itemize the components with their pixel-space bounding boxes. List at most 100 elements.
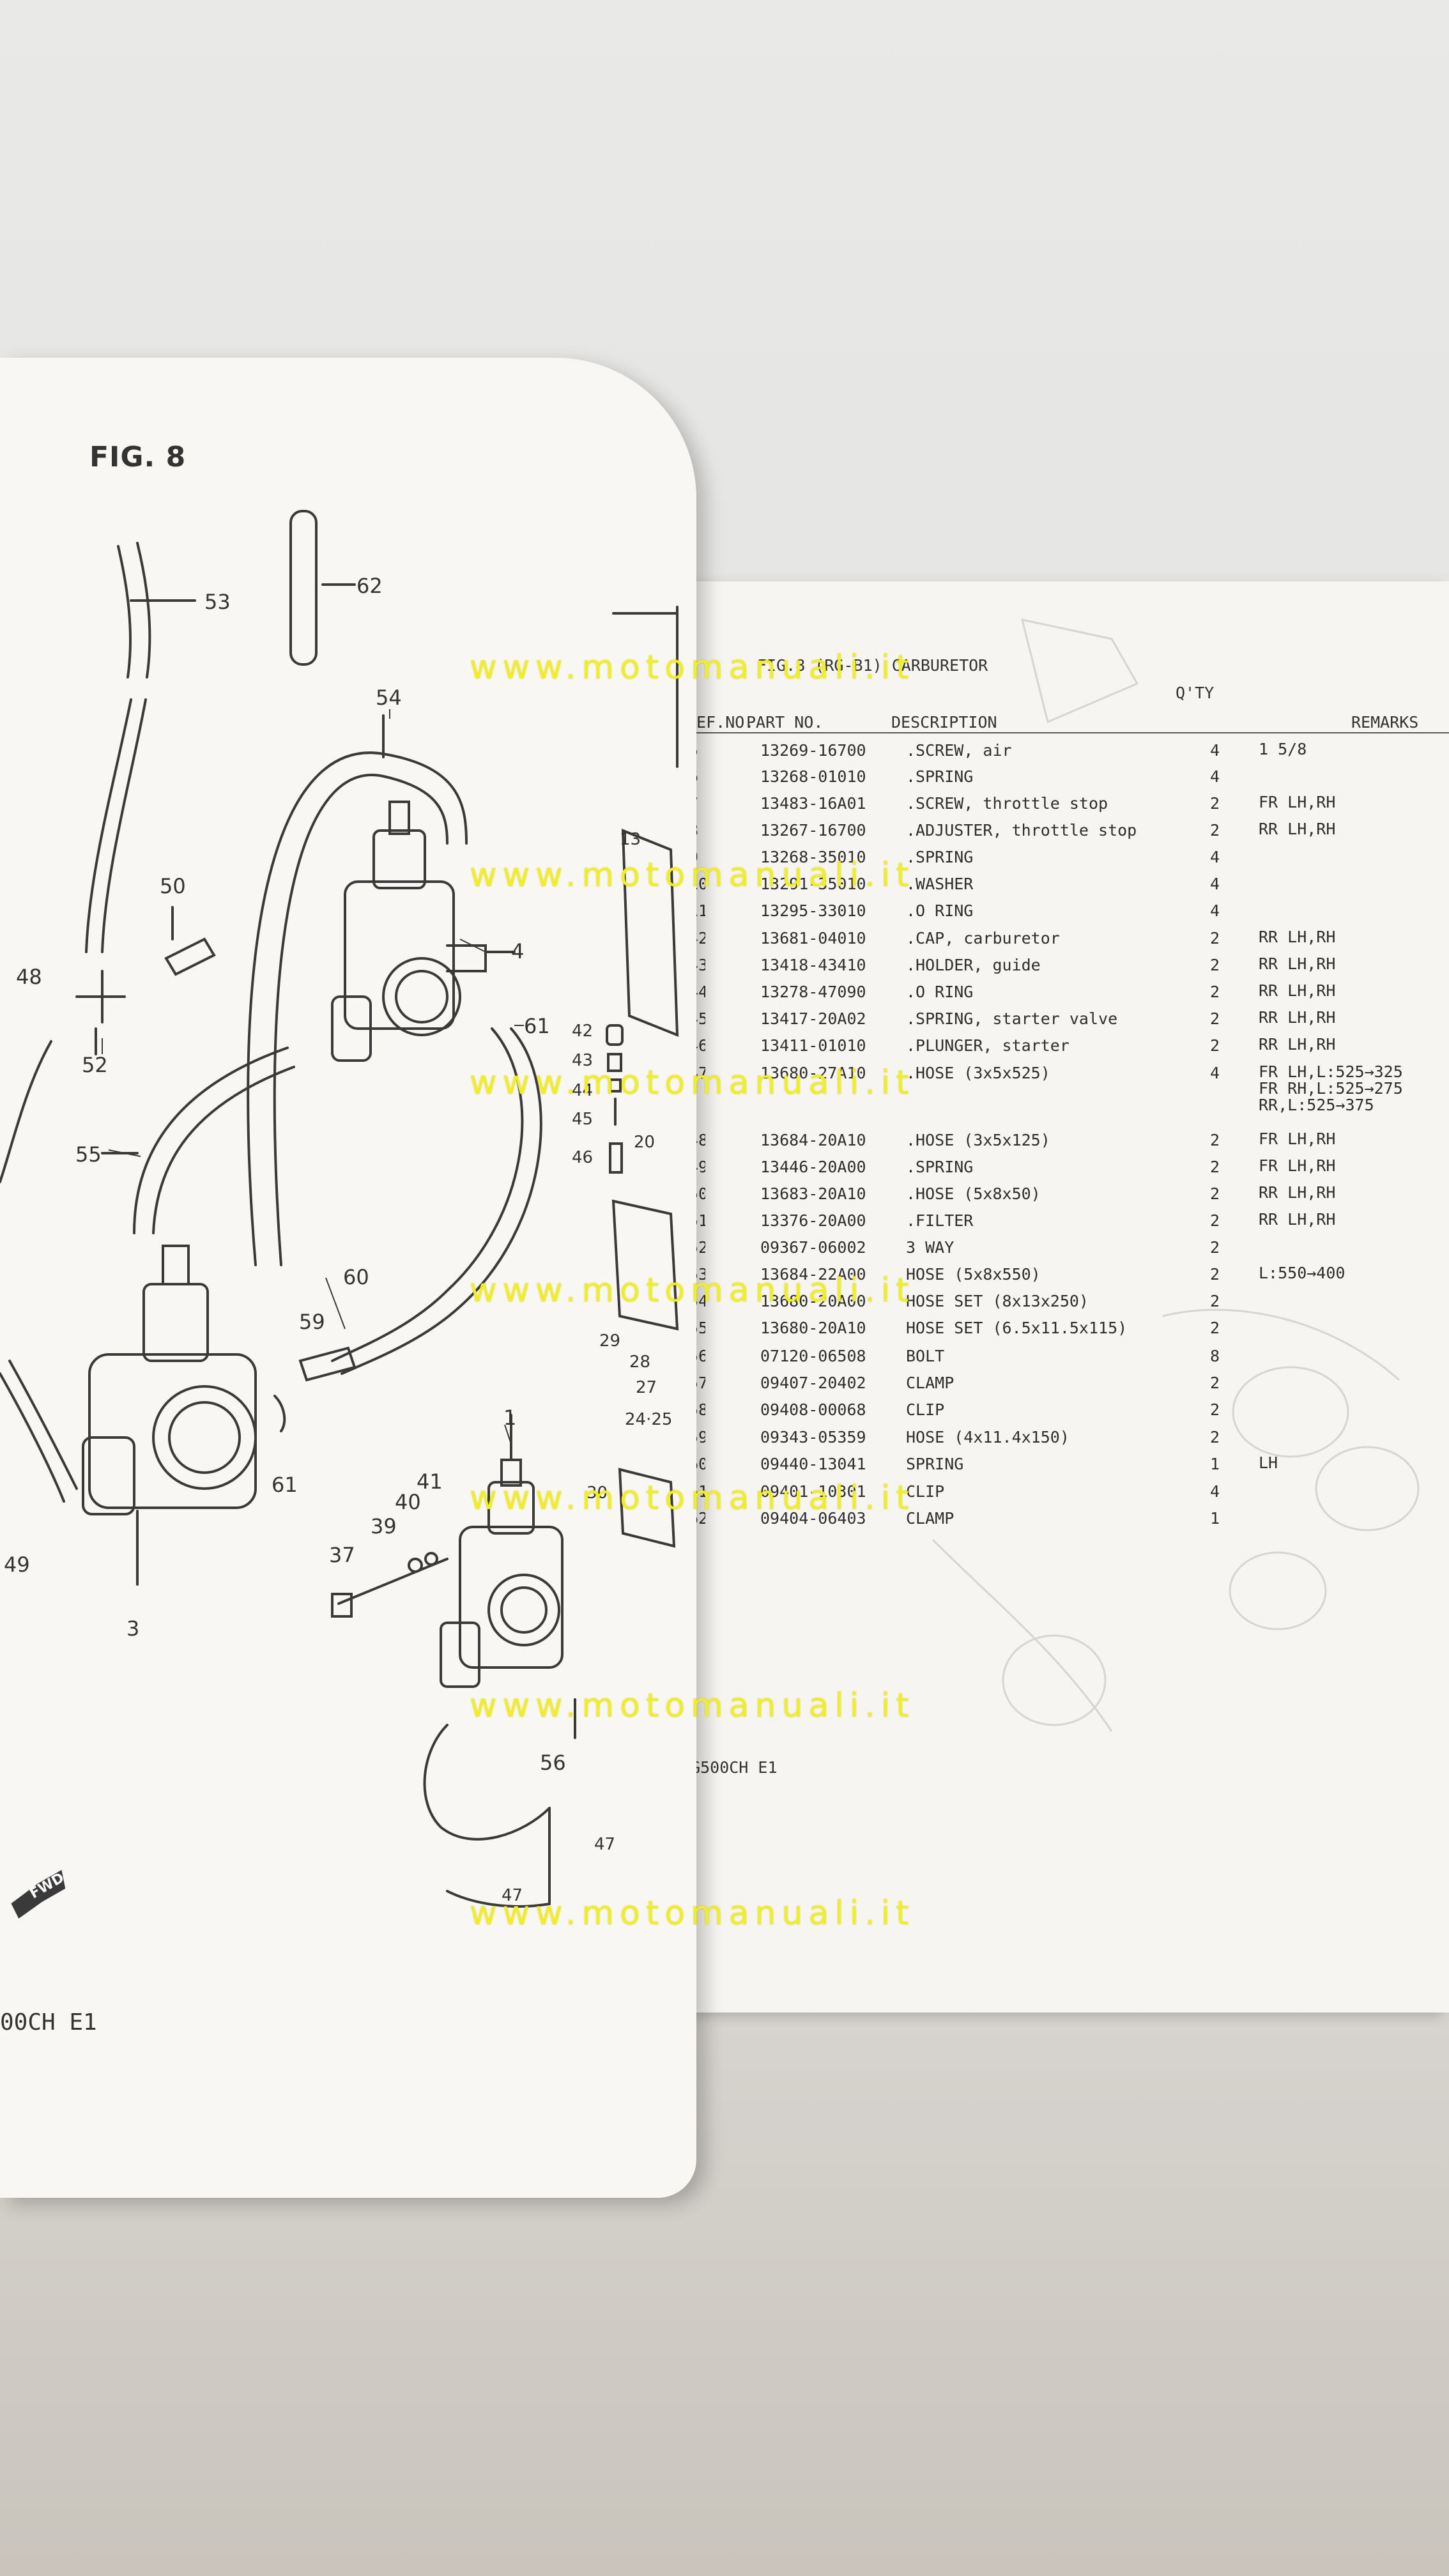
qty-cell: 2	[1210, 983, 1220, 1001]
callout-30: 30	[586, 1483, 608, 1503]
description-cell: .HOSE (5x8x50)	[906, 1184, 1041, 1203]
description-cell: .WASHER	[906, 875, 974, 893]
part-no-cell: 13411-01010	[760, 1036, 866, 1055]
callout-1: 1	[503, 1406, 516, 1430]
callout-37: 37	[329, 1543, 355, 1567]
description-cell: .FILTER	[906, 1211, 974, 1230]
part-no-cell: 07120-06508	[760, 1347, 866, 1365]
description-cell: .ADJUSTER, throttle stop	[906, 821, 1137, 839]
qty-cell: 4	[1210, 901, 1220, 920]
diagram-callouts: 53 62 54 50 13 4 48 52 55 61 42 43 44 45…	[4, 574, 672, 1905]
description-cell: .SPRING	[906, 848, 974, 866]
qty-cell: 4	[1210, 1482, 1220, 1501]
qty-cell: 2	[1210, 1400, 1220, 1419]
watermark-6: www.motomanuali.it	[470, 1687, 915, 1725]
part-no-cell: 13684-22A00	[760, 1265, 866, 1284]
qty-cell: 2	[1210, 1428, 1220, 1446]
table-row: 5013683-20A10.HOSE (5x8x50)2RR LH,RH	[684, 1184, 1449, 1210]
qty-cell: 2	[1210, 956, 1220, 974]
remarks-cell: RR LH,RH	[1259, 1183, 1336, 1202]
description-cell: 3 WAY	[906, 1238, 954, 1257]
callout-50: 50	[160, 874, 186, 898]
qty-cell: 2	[1210, 794, 1220, 813]
qty-cell: 2	[1210, 1009, 1220, 1028]
callout-13: 13	[620, 830, 641, 849]
qty-cell: 2	[1210, 1131, 1220, 1149]
qty-cell: 2	[1210, 1265, 1220, 1284]
remarks-cell: FR LH,RH	[1259, 793, 1336, 811]
description-cell: BOLT	[906, 1347, 945, 1365]
qty-cell: 2	[1210, 1319, 1220, 1337]
description-cell: .SPRING	[906, 767, 974, 786]
description-header: DESCRIPTION	[891, 713, 997, 732]
part-no-cell: 13684-20A10	[760, 1131, 866, 1149]
callout-49: 49	[4, 1552, 30, 1577]
part-no-cell: 13295-33010	[760, 901, 866, 920]
remarks-cell: RR LH,RH	[1259, 954, 1336, 973]
watermark-2: www.motomanuali.it	[470, 856, 915, 894]
callout-44: 44	[572, 1081, 593, 1100]
qty-header: Q'TY	[1176, 684, 1215, 702]
callout-27: 27	[636, 1378, 657, 1397]
ref-no-header: REF.NO.	[687, 713, 755, 732]
callout-39: 39	[371, 1514, 397, 1538]
remarks-header: REMARKS	[1351, 713, 1419, 732]
part-no-header: PART NO.	[746, 713, 824, 732]
description-cell: .O RING	[906, 901, 974, 920]
qty-cell: 2	[1210, 929, 1220, 947]
description-cell: .HOSE (3x5x125)	[906, 1131, 1050, 1149]
callout-52: 52	[82, 1053, 108, 1077]
part-no-cell: 13269-16700	[760, 741, 866, 760]
description-cell: CLAMP	[906, 1509, 954, 1528]
part-no-cell: 09407-20402	[760, 1374, 866, 1392]
qty-cell: 2	[1210, 1036, 1220, 1055]
part-no-cell: 13681-04010	[760, 929, 866, 947]
qty-cell: 8	[1210, 1347, 1220, 1365]
part-no-cell: 13680-20A10	[760, 1319, 866, 1337]
qty-cell: 2	[1210, 1292, 1220, 1310]
description-cell: HOSE (5x8x550)	[906, 1265, 1041, 1284]
remarks-cell: RR LH,RH	[1259, 928, 1336, 946]
callout-46: 46	[572, 1148, 593, 1167]
part-no-cell: 13683-20A10	[760, 1184, 866, 1203]
part-no-cell: 09343-05359	[760, 1428, 866, 1446]
part-no-cell: 13418-43410	[760, 956, 866, 974]
part-no-cell: 09408-00068	[760, 1400, 866, 1419]
callout-47-lower: 47	[502, 1886, 523, 1905]
description-cell: .HOSE (3x5x525)	[906, 1064, 1050, 1082]
callout-47-upper: 47	[594, 1835, 615, 1854]
part-no-cell: 13446-20A00	[760, 1158, 866, 1176]
callout-62: 62	[356, 574, 383, 598]
table-row: 813267-16700.ADJUSTER, throttle stop2RR …	[684, 821, 1449, 847]
callout-43: 43	[572, 1051, 593, 1070]
callout-55: 55	[75, 1142, 102, 1167]
callout-3: 3	[126, 1616, 139, 1641]
part-no-cell: 13267-16700	[760, 821, 866, 839]
callout-24-25: 24·25	[625, 1410, 672, 1429]
remarks-cell: L:550→400	[1259, 1264, 1346, 1282]
part-no-cell: 13291-35010	[760, 875, 866, 893]
callout-54: 54	[376, 686, 402, 710]
part-no-cell: 13680-20A00	[760, 1292, 866, 1310]
qty-cell: 4	[1210, 848, 1220, 866]
watermark-4: www.motomanuali.it	[470, 1271, 915, 1310]
watermark-5: www.motomanuali.it	[470, 1479, 915, 1517]
remarks-cell: RR LH,RH	[1259, 1035, 1336, 1054]
qty-cell: 2	[1210, 1374, 1220, 1392]
left-page	[0, 358, 696, 2198]
description-cell: CLAMP	[906, 1374, 954, 1392]
remarks-cell: FR LH,RH	[1259, 1130, 1336, 1148]
part-no-cell: 13680-27A10	[760, 1064, 866, 1082]
